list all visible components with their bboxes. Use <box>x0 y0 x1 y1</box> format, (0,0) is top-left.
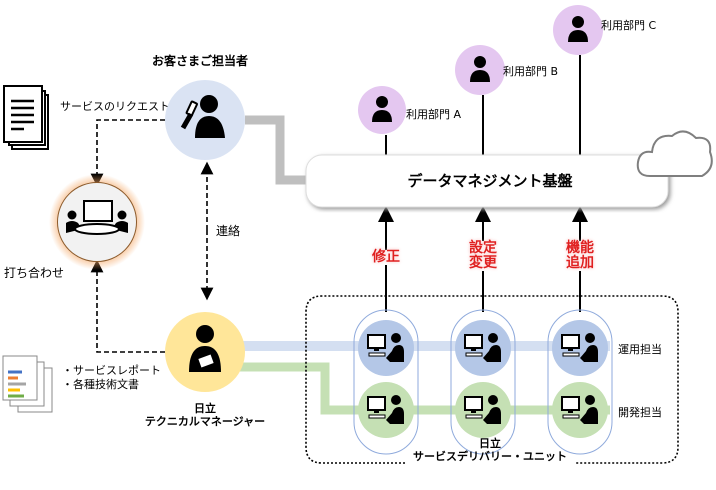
dev-member-3 <box>552 382 608 438</box>
doc-item-2: ・各種技術文書 <box>62 378 139 391</box>
action-add-feature: 機能追加 <box>560 241 600 271</box>
action-line: 設定 <box>469 240 497 256</box>
action-line: 機能 <box>566 240 594 256</box>
person-icon <box>372 96 392 122</box>
team-pill-3 <box>547 309 613 455</box>
customer-title: お客さまご担当者 <box>152 54 249 68</box>
manager-avatar <box>165 312 245 392</box>
action-line: 追加 <box>566 255 594 271</box>
ops-label: 運用担当 <box>618 343 662 356</box>
manager-title-1: 日立 <box>194 402 216 415</box>
dev-label: 開発担当 <box>618 406 662 419</box>
operator-pc-icon <box>464 333 501 362</box>
operator-pc-icon <box>561 395 598 424</box>
user-c-label: 利用部門 C <box>601 19 657 32</box>
unit-title-1: 日立 <box>479 437 501 450</box>
unit-boundary <box>305 295 679 464</box>
person-icon <box>470 56 490 82</box>
user-a-label: 利用部門 A <box>406 108 462 121</box>
meeting-icon <box>66 200 128 235</box>
team-pill-2 <box>450 309 516 455</box>
team-pill-1 <box>353 309 419 455</box>
user-a-avatar <box>358 86 406 134</box>
user-b-label: 利用部門 B <box>503 65 559 78</box>
action-line: 変更 <box>469 255 497 271</box>
ops-member-3 <box>552 320 608 376</box>
dev-member-2 <box>455 382 511 438</box>
user-b-avatar <box>455 45 505 95</box>
operator-pc-icon <box>464 395 501 424</box>
operator-pc-icon <box>561 333 598 362</box>
meeting-circle <box>57 182 137 262</box>
operator-pc-icon <box>367 395 404 424</box>
request-document-icon <box>3 85 49 150</box>
operator-pc-icon <box>367 333 404 362</box>
contact-label: 連絡 <box>216 224 241 238</box>
ops-member-2 <box>455 320 511 376</box>
request-label: サービスのリクエスト <box>60 100 170 113</box>
person-tablet-icon <box>189 325 221 372</box>
manager-title-2: テクニカルマネージャー <box>144 415 266 428</box>
unit-title-2: サービスデリバリー・ユニット <box>413 450 567 463</box>
action-fix-text: 修正 <box>372 249 400 265</box>
person-phone-icon <box>180 95 225 138</box>
platform-box <box>305 154 669 208</box>
report-arrow <box>90 259 165 353</box>
customer-platform-link <box>245 115 310 185</box>
action-config-change: 設定変更 <box>463 241 503 271</box>
report-document-icon <box>2 355 53 413</box>
request-arrow <box>90 119 165 187</box>
customer-avatar <box>165 80 245 160</box>
person-icon <box>568 16 588 42</box>
cloud-icon <box>636 130 713 177</box>
doc-item-1: ・サービスレポート <box>62 364 161 377</box>
platform-label: データマネジメント基盤 <box>407 172 573 190</box>
dev-member-1 <box>358 382 414 438</box>
action-fix: 修正 <box>366 250 406 265</box>
user-c-avatar <box>553 5 603 55</box>
meeting-label: 打ち合わせ <box>4 266 65 280</box>
ops-member-1 <box>358 320 414 376</box>
